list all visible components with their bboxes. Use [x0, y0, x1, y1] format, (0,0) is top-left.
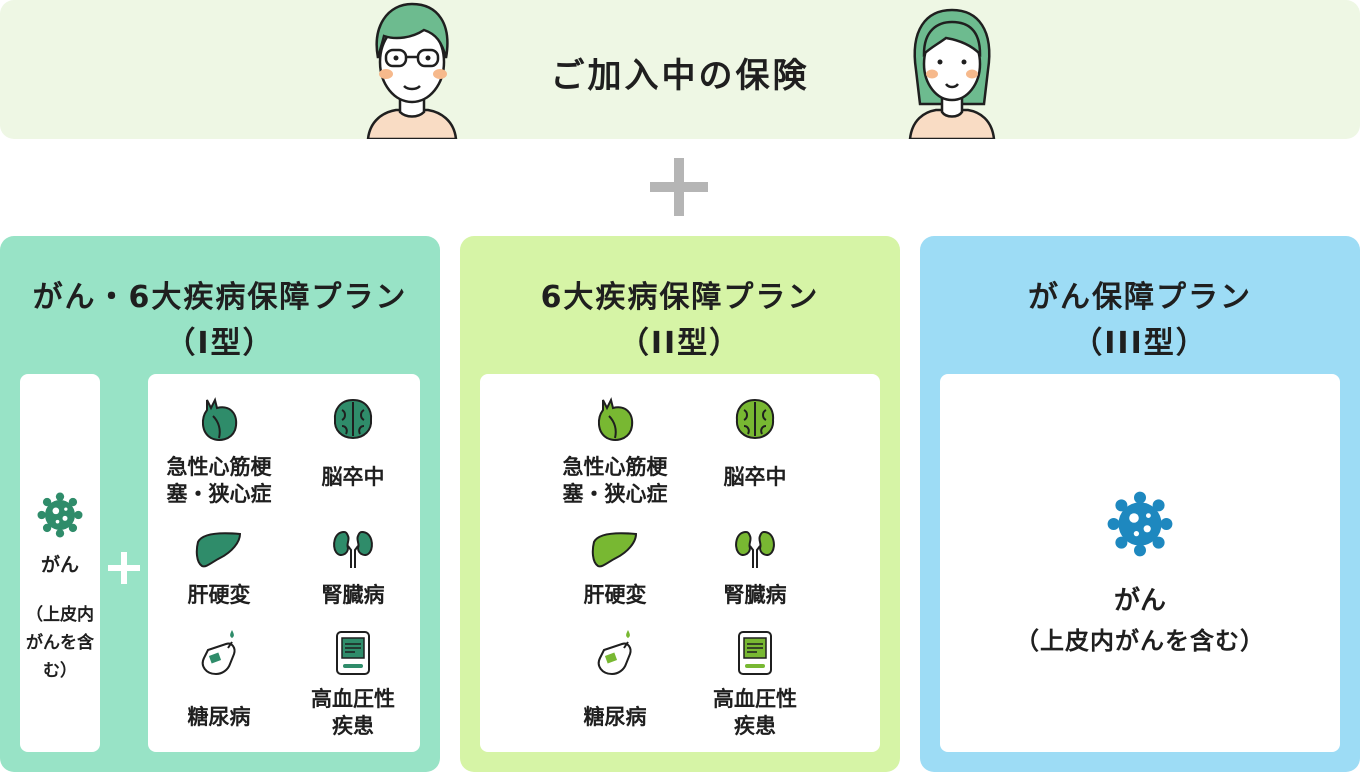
disease-diabetes: 糖尿病 [154, 628, 284, 731]
kidney-icon [333, 530, 373, 568]
brain-icon [333, 398, 373, 440]
disease-label: 脳卒中 [723, 465, 787, 489]
plan-title: がん・6大疾病保障プラン [32, 280, 408, 315]
plan-card-type-2: 6大疾病保障プラン （II型） 急性心筋梗塞・狭心症 脳卒中 肝硬変 腎臓病 糖… [460, 236, 900, 772]
disease-brain: 脳卒中 [288, 396, 418, 491]
plus-icon [108, 552, 140, 584]
disease-label: 急性心筋梗塞・狭心症 [166, 455, 272, 506]
disease-brain: 脳卒中 [690, 396, 820, 491]
virus-icon [37, 492, 83, 538]
disease-label: 高血圧性疾患 [713, 687, 797, 738]
disease-heart: 急性心筋梗塞・狭心症 [154, 396, 284, 508]
liver-icon [195, 532, 242, 568]
cancer-item: がん （上皮内がんを含む） [20, 490, 100, 685]
plan-type-label: （I型） [165, 326, 275, 361]
disease-label: 急性心筋梗塞・狭心症 [562, 455, 668, 506]
disease-label: 脳卒中 [321, 465, 385, 489]
current-insurance-title: ご加入中の保険 [550, 56, 810, 96]
disease-label: 糖尿病 [187, 705, 251, 729]
cancer-note: （上皮内がんを含む） [1015, 627, 1265, 655]
disease-hypertension: 高血圧性疾患 [690, 630, 820, 740]
heart-icon [597, 397, 634, 441]
plus-icon [650, 158, 708, 216]
cancer-label: がん [40, 554, 79, 576]
kidney-icon [735, 530, 775, 568]
disease-hypertension: 高血圧性疾患 [288, 630, 418, 740]
disease-heart: 急性心筋梗塞・狭心症 [550, 396, 680, 508]
six-diseases-panel: 急性心筋梗塞・狭心症 脳卒中 肝硬変 腎臓病 糖尿病 高血圧性疾患 [480, 374, 880, 752]
woman-illustration [908, 8, 996, 139]
glucose-meter-icon [597, 630, 632, 676]
disease-label: 肝硬変 [583, 583, 647, 607]
plan-title: 6大疾病保障プラン [540, 280, 820, 315]
plan-type-label: （III型） [1072, 326, 1208, 361]
current-insurance-banner [0, 0, 1360, 139]
man-with-glasses-illustration [366, 2, 458, 139]
plan-title: がん保障プラン [1028, 280, 1252, 315]
disease-liver: 肝硬変 [550, 530, 680, 609]
blood-pressure-monitor-icon [738, 631, 772, 675]
heart-icon [201, 397, 238, 441]
virus-icon [1107, 491, 1173, 557]
cancer-panel: がん （上皮内がんを含む） [20, 374, 100, 752]
disease-label: 腎臓病 [723, 583, 787, 607]
cancer-item: がん （上皮内がんを含む） [940, 488, 1340, 656]
disease-diabetes: 糖尿病 [550, 628, 680, 731]
disease-label: 高血圧性疾患 [311, 687, 395, 738]
six-diseases-panel: 急性心筋梗塞・狭心症 脳卒中 肝硬変 腎臓病 糖尿病 高血圧性疾患 [148, 374, 420, 752]
liver-icon [591, 532, 638, 568]
plan-card-type-3: がん保障プラン （III型） がん （上皮内がんを含む） [920, 236, 1360, 772]
cancer-note: （上皮内がんを含む） [26, 605, 94, 681]
brain-icon [735, 398, 775, 440]
plan-card-type-1: がん・6大疾病保障プラン （I型） がん （上皮内がんを含む） 急性心筋梗塞・狭… [0, 236, 440, 772]
cancer-label: がん [1113, 586, 1166, 616]
disease-liver: 肝硬変 [154, 530, 284, 609]
disease-kidney: 腎臓病 [288, 528, 418, 609]
disease-kidney: 腎臓病 [690, 528, 820, 609]
blood-pressure-monitor-icon [336, 631, 370, 675]
disease-label: 糖尿病 [583, 705, 647, 729]
disease-label: 腎臓病 [321, 583, 385, 607]
glucose-meter-icon [201, 630, 236, 676]
cancer-panel: がん （上皮内がんを含む） [940, 374, 1340, 752]
plan-type-label: （II型） [618, 326, 742, 361]
disease-label: 肝硬変 [187, 583, 251, 607]
